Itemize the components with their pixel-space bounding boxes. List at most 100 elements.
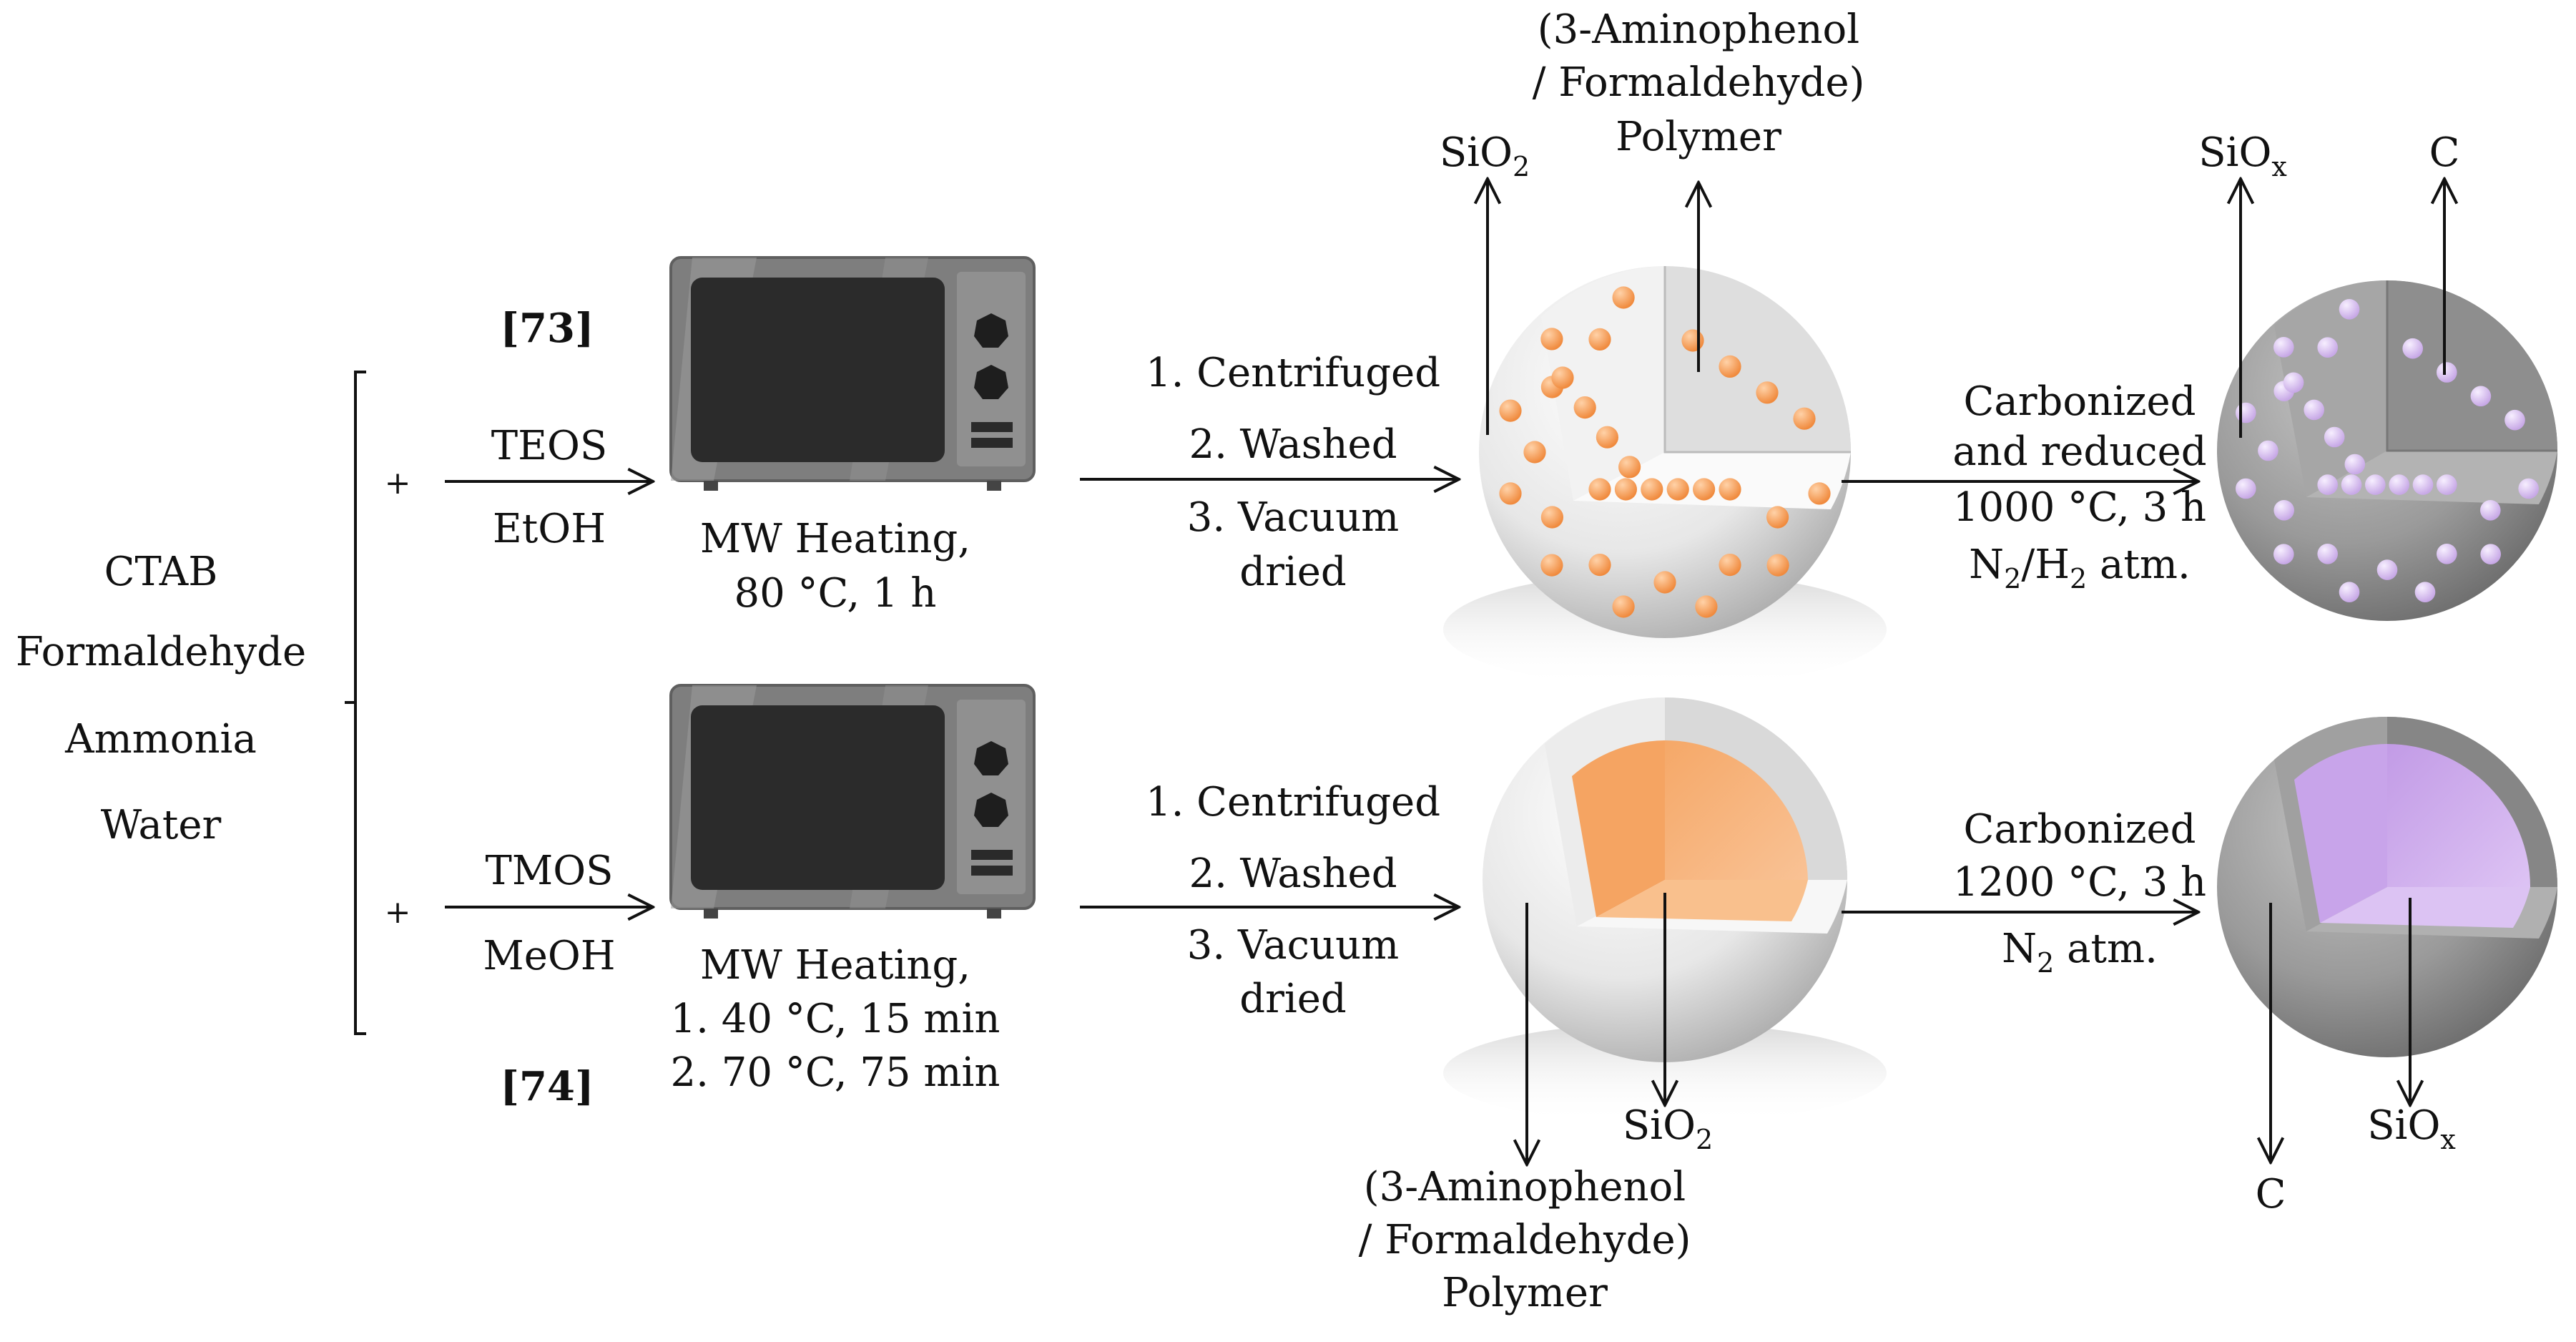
treatment-bottom-line-2: 1200 °C, 3 h	[1953, 859, 2206, 906]
solvent-meoh: MeOH	[483, 933, 615, 979]
embedded-particle	[2236, 478, 2256, 499]
workup-step-2: 2. Washed	[1189, 851, 1397, 897]
reactant-list: CTAB Formaldehyde Ammonia Water	[16, 549, 306, 848]
microwave-icon	[669, 256, 1036, 491]
workup-step-4: dried	[1239, 976, 1347, 1022]
embedded-particle	[1573, 396, 1596, 419]
embedded-particle	[1693, 478, 1716, 501]
embedded-particle	[2470, 386, 2492, 407]
embedded-particle	[2324, 426, 2345, 448]
product-sphere-core-shell	[2217, 717, 2557, 1057]
embedded-particle	[1551, 366, 1574, 389]
embedded-particle	[1614, 478, 1637, 501]
branch-bracket	[345, 371, 366, 1035]
product-sphere-particles	[2217, 280, 2557, 621]
embedded-particle	[1540, 328, 1563, 351]
reactant-formaldehyde: Formaldehyde	[16, 629, 306, 675]
embedded-particle	[1719, 478, 1741, 501]
embedded-particle	[2344, 454, 2366, 475]
label-sio2-top: SiO2	[1440, 129, 1530, 182]
embedded-particle	[1540, 506, 1563, 529]
treatment-top-atmosphere: N2/H2 atm.	[1969, 542, 2191, 594]
heating-line-1: MW Heating,	[700, 942, 970, 989]
embedded-particle	[1588, 554, 1611, 577]
embedded-particle	[2339, 582, 2360, 602]
label-carbon-bottom: C	[2256, 1171, 2286, 1218]
embedded-particle	[2437, 474, 2457, 495]
embedded-particle	[2518, 478, 2539, 499]
embedded-particle	[1540, 554, 1563, 577]
plus-sign: +	[385, 894, 411, 931]
bottom-route: + TMOS MeOH [74] MW Heating, 1. 40 °C, 1…	[385, 684, 2557, 1316]
treatment-top-line-3: 1000 °C, 3 h	[1953, 484, 2206, 531]
embedded-particle	[2317, 474, 2338, 495]
embedded-particle	[2414, 582, 2436, 602]
workup-step-3: 3. Vacuum	[1187, 922, 1400, 969]
reference-73: [73]	[501, 305, 594, 352]
purple-core	[2387, 744, 2530, 887]
reactant-water: Water	[101, 802, 222, 848]
embedded-particle	[1499, 482, 1522, 505]
treatment-top-line-1: Carbonized	[1963, 378, 2196, 425]
embedded-particle	[1719, 355, 1741, 378]
treatment-top-line-2: and reduced	[1952, 428, 2206, 475]
reactant-ammonia: Ammonia	[64, 716, 257, 763]
embedded-particle	[2504, 409, 2525, 431]
workup-step-1: 1. Centrifuged	[1146, 779, 1440, 826]
label-polymer-bottom-2: / Formaldehyde)	[1359, 1217, 1691, 1263]
embedded-particle	[1666, 478, 1689, 501]
embedded-particle	[1523, 441, 1546, 464]
heating-line-2: 1. 40 °C, 15 min	[671, 996, 1001, 1042]
embedded-particle	[1499, 399, 1522, 422]
label-polymer-top-3: Polymer	[1616, 114, 1781, 160]
plus-sign: +	[385, 465, 411, 501]
embedded-particle	[2317, 337, 2338, 358]
embedded-particle	[2236, 402, 2256, 423]
embedded-particle	[1756, 381, 1779, 404]
reagent-teos: TEOS	[491, 423, 608, 469]
embedded-particle	[2402, 338, 2423, 359]
embedded-particle	[1588, 328, 1611, 351]
label-polymer-bottom-1: (3-Aminophenol	[1364, 1164, 1686, 1210]
label-polymer-top-2: / Formaldehyde)	[1533, 59, 1865, 106]
embedded-particle	[1653, 571, 1676, 594]
embedded-particle	[1681, 329, 1704, 352]
top-route: [73] + TEOS EtOH MW Heating, 80 °C, 1 h …	[385, 6, 2557, 687]
embedded-particle	[2365, 474, 2386, 495]
reagent-tmos: TMOS	[486, 848, 614, 894]
reactant-ctab: CTAB	[104, 549, 218, 595]
embedded-particle	[2376, 559, 2398, 580]
treatment-bottom-atmosphere: N2 atm.	[2002, 926, 2158, 979]
embedded-particle	[2437, 544, 2457, 564]
embedded-particle	[1618, 456, 1641, 479]
label-siox-bottom: SiOx	[2367, 1102, 2456, 1155]
embedded-particle	[2339, 299, 2360, 320]
embedded-particle	[2258, 440, 2278, 461]
heating-line-2: 80 °C, 1 h	[734, 570, 936, 617]
heating-line-3: 2. 70 °C, 75 min	[671, 1049, 1001, 1096]
heating-line-1: MW Heating,	[700, 516, 970, 562]
label-sio2-bottom: SiO2	[1623, 1102, 1713, 1155]
label-carbon-top: C	[2429, 129, 2460, 176]
embedded-particle	[2437, 362, 2457, 383]
embedded-particle	[2317, 544, 2338, 564]
treatment-bottom-line-1: Carbonized	[1963, 806, 2196, 853]
workup-step-3: 3. Vacuum	[1187, 494, 1400, 541]
embedded-particle	[1641, 478, 1663, 501]
embedded-particle	[1719, 554, 1741, 577]
label-polymer-top-1: (3-Aminophenol	[1538, 6, 1859, 53]
embedded-particle	[2283, 372, 2304, 393]
label-polymer-bottom-3: Polymer	[1442, 1270, 1608, 1316]
embedded-particle	[1808, 482, 1831, 505]
embedded-particle	[2412, 474, 2434, 495]
intermediate-sphere-particles	[1443, 266, 1887, 687]
embedded-particle	[1612, 286, 1635, 309]
embedded-particle	[2341, 474, 2362, 495]
embedded-particle	[2389, 474, 2409, 495]
embedded-particle	[1766, 506, 1789, 529]
orange-core	[1665, 740, 1808, 880]
workup-step-1: 1. Centrifuged	[1146, 350, 1440, 396]
embedded-particle	[2480, 544, 2501, 564]
